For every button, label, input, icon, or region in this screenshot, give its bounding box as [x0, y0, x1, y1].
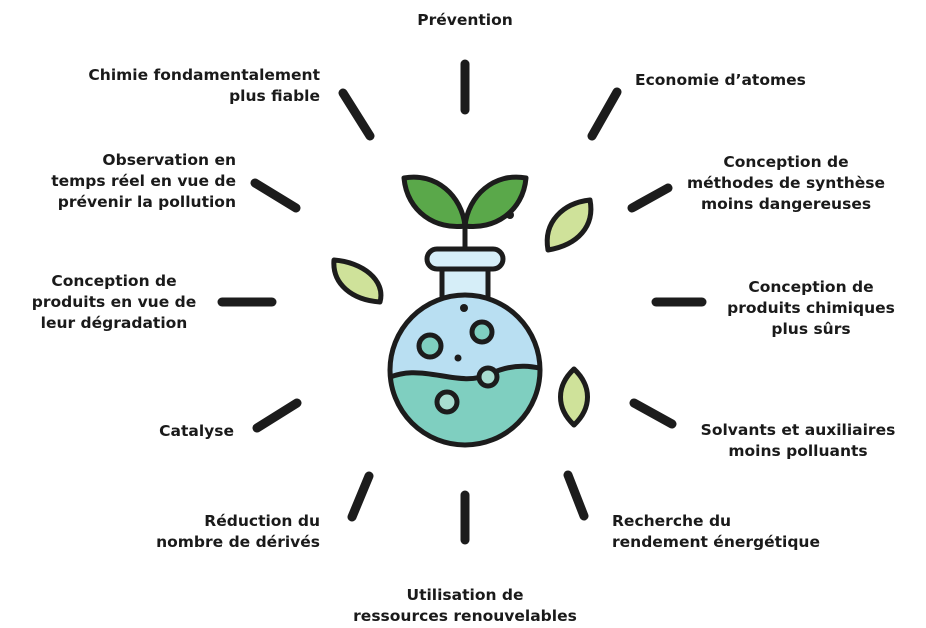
ray-derives	[347, 471, 374, 522]
label-produits-surs: Conception de produits chimiques plus sû…	[727, 278, 895, 338]
floating-leaves	[331, 197, 594, 428]
ray-lines	[217, 59, 707, 545]
bubble	[469, 319, 495, 345]
label-derives: Réduction du nombre de dérivés	[156, 512, 320, 551]
flask-rim	[424, 246, 506, 272]
label-catalyse: Catalyse	[159, 422, 234, 440]
ray-observation	[250, 178, 301, 213]
label-degradation: Conception de produits en vue de leur dé…	[31, 272, 197, 332]
leaf-left-icon	[331, 257, 384, 305]
label-prevention: Prévention	[417, 11, 513, 29]
bubble	[416, 332, 444, 360]
label-economie-atomes: Economie d’atomes	[635, 71, 806, 89]
label-solvants: Solvants et auxiliaires moins polluants	[700, 421, 896, 460]
bubble	[434, 389, 460, 415]
plant-flask-icon	[387, 174, 543, 448]
ray-fiable	[338, 88, 375, 141]
ray-synthese	[627, 183, 673, 213]
ray-solvants	[629, 398, 677, 429]
leaf-lower-right-icon	[558, 366, 590, 428]
label-observation: Observation en temps réel en vue de prév…	[51, 151, 236, 211]
sprout-leaf-left-icon	[401, 174, 468, 230]
ray-rendement	[563, 470, 589, 521]
label-fiable: Chimie fondamentalement plus fiable	[88, 66, 320, 105]
label-ressources: Utilisation de ressources renouvelables	[353, 586, 577, 625]
sprout-dot	[506, 211, 514, 219]
label-rendement: Recherche du rendement énergétique	[612, 512, 820, 551]
sprout-leaf-right-icon	[462, 174, 529, 230]
label-synthese: Conception de méthodes de synthèse moins…	[686, 153, 886, 213]
ray-economie	[587, 87, 622, 141]
bubble	[476, 365, 500, 389]
leaf-upper-right-icon	[544, 197, 594, 253]
ray-catalyse	[252, 398, 302, 433]
